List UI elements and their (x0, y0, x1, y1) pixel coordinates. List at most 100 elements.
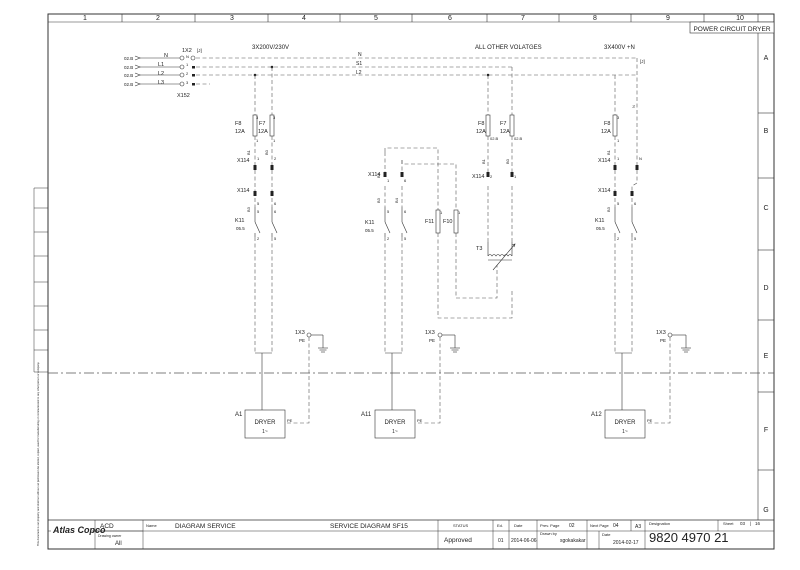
terminal-block-label: 1X2 (182, 48, 192, 54)
wire-num: B3 (246, 206, 251, 212)
sheet-separator: | (750, 521, 751, 526)
dryer-label: DRYER (255, 420, 277, 426)
wire-num: 6 (404, 209, 407, 214)
contactor-label: K11 (595, 218, 604, 224)
pe-label: PE (287, 418, 293, 423)
next-page-value: 04 (613, 523, 619, 529)
name-label: Name (146, 523, 157, 528)
wire-num: 1 (514, 174, 517, 179)
wire-num: 5 (404, 236, 407, 241)
date-value: 2014-06-06 (511, 538, 537, 544)
row-letter: D (763, 285, 768, 292)
company-code: ACD (100, 523, 114, 530)
outer-frame (47, 13, 775, 550)
circuit-1-wiring (254, 67, 273, 353)
date-label: Date (514, 523, 523, 528)
wire-num: 3 (256, 115, 259, 120)
pe-label: PE (417, 418, 423, 423)
line-label: L3 (158, 80, 164, 86)
circuit-3-wiring (614, 58, 638, 353)
wire-num: 5 (274, 236, 277, 241)
dryer-id: A11 (361, 412, 372, 418)
wire-num: 6 (634, 201, 637, 206)
column-number: 7 (521, 15, 525, 22)
line-label: N (164, 53, 168, 59)
edition-label: Ed. (497, 523, 503, 528)
wire-num: 1 (387, 178, 390, 183)
row-letter: G (763, 507, 768, 514)
wire-num: B1 (606, 149, 611, 155)
pe-terminal-label: 1X3 (295, 330, 305, 336)
terminal-label: X114 (237, 158, 249, 164)
date2-label: Date (602, 532, 611, 537)
company-logo: Atlas Copco (52, 525, 106, 535)
drawing-owner-label: Drawing owner (98, 534, 122, 538)
supply-ref: 02.B (124, 65, 133, 70)
sheet-label: Sheet (723, 521, 734, 526)
wire-num: 5 (257, 209, 260, 214)
wire-num: B1 (481, 158, 486, 164)
wire-num: N (639, 156, 642, 161)
drawn-by-value: sgokakakar (560, 538, 586, 544)
fuse-rating: 12A (601, 129, 611, 135)
fuse-label: F8 (604, 121, 610, 127)
fuse-label: F8 (478, 121, 484, 127)
title-block: Atlas Copco ACD Drawing owner All Name D… (48, 519, 774, 549)
edition-value: 01 (498, 538, 504, 544)
dryer-phase: 1~ (392, 429, 398, 435)
status-value: Approved (444, 537, 472, 544)
fuse-rating: 12A (258, 129, 268, 135)
contactor-label: K11 (235, 218, 244, 224)
wire-num: 6 (274, 201, 277, 206)
column-number: 6 (448, 15, 452, 22)
terminal-label: X114 (368, 172, 380, 178)
pe-label: PE (647, 418, 653, 423)
line-label: L1 (158, 62, 164, 68)
wire-num: 2 (274, 156, 277, 161)
wire-num: 1 (458, 210, 461, 215)
row-letter: C (763, 205, 768, 212)
fuse-rating: 12A (500, 129, 510, 135)
voltage-label: ALL OTHER VOLATGES (475, 45, 542, 51)
drawing-owner: All (115, 541, 122, 547)
drawn-by-label: Drawn by (540, 531, 557, 536)
wire-num: 1 (257, 156, 260, 161)
wire-num: 1 (440, 210, 443, 215)
bus-label: N (358, 52, 362, 58)
circuit-2-wiring (384, 67, 513, 353)
pe-label: PE (299, 338, 305, 343)
wire-num: 2 (617, 236, 620, 241)
designation-number: 9820 4970 21 (649, 530, 729, 545)
date2-value: 2014-02-17 (613, 540, 639, 546)
diagram-description: SERVICE DIAGRAM SF15 (330, 523, 408, 530)
terminal-label: X114 (237, 188, 249, 194)
wire-num: 1 (617, 156, 620, 161)
voltage-label: 3X200V/230V (252, 45, 289, 51)
row-letter: E (764, 353, 769, 360)
column-number: 3 (230, 15, 234, 22)
status-label: STATUS (453, 523, 469, 528)
terminal-label: X114 (598, 158, 610, 164)
terminal-block-label: X152 (177, 93, 190, 99)
wire-num: 6 (274, 209, 277, 214)
wire-num: 2 (257, 236, 260, 241)
column-number: 9 (666, 15, 670, 22)
dryer-phase: 1~ (262, 429, 268, 435)
dryer-label: DRYER (615, 420, 637, 426)
pe-label: PE (660, 338, 666, 343)
pe-terminal-label: 1X3 (656, 330, 666, 336)
wire-num: 1 (617, 138, 620, 143)
transformer-label: T3 (476, 246, 482, 252)
prev-page-label: Prev. Page (540, 523, 560, 528)
wire-num: 5 (617, 201, 620, 206)
wire-num: 3 (617, 115, 620, 120)
column-number: 4 (302, 15, 306, 22)
supply-section: 02.B 02.B 02.B 02.B (124, 56, 133, 87)
wire-num: 5 (257, 201, 260, 206)
contactor-ref: 05.5 (365, 228, 374, 233)
fuse-ref: 02.B (514, 136, 523, 141)
dryer-id: A1 (235, 412, 243, 418)
contactor-ref: 05.5 (596, 226, 605, 231)
wire-num: 6 (404, 178, 407, 183)
